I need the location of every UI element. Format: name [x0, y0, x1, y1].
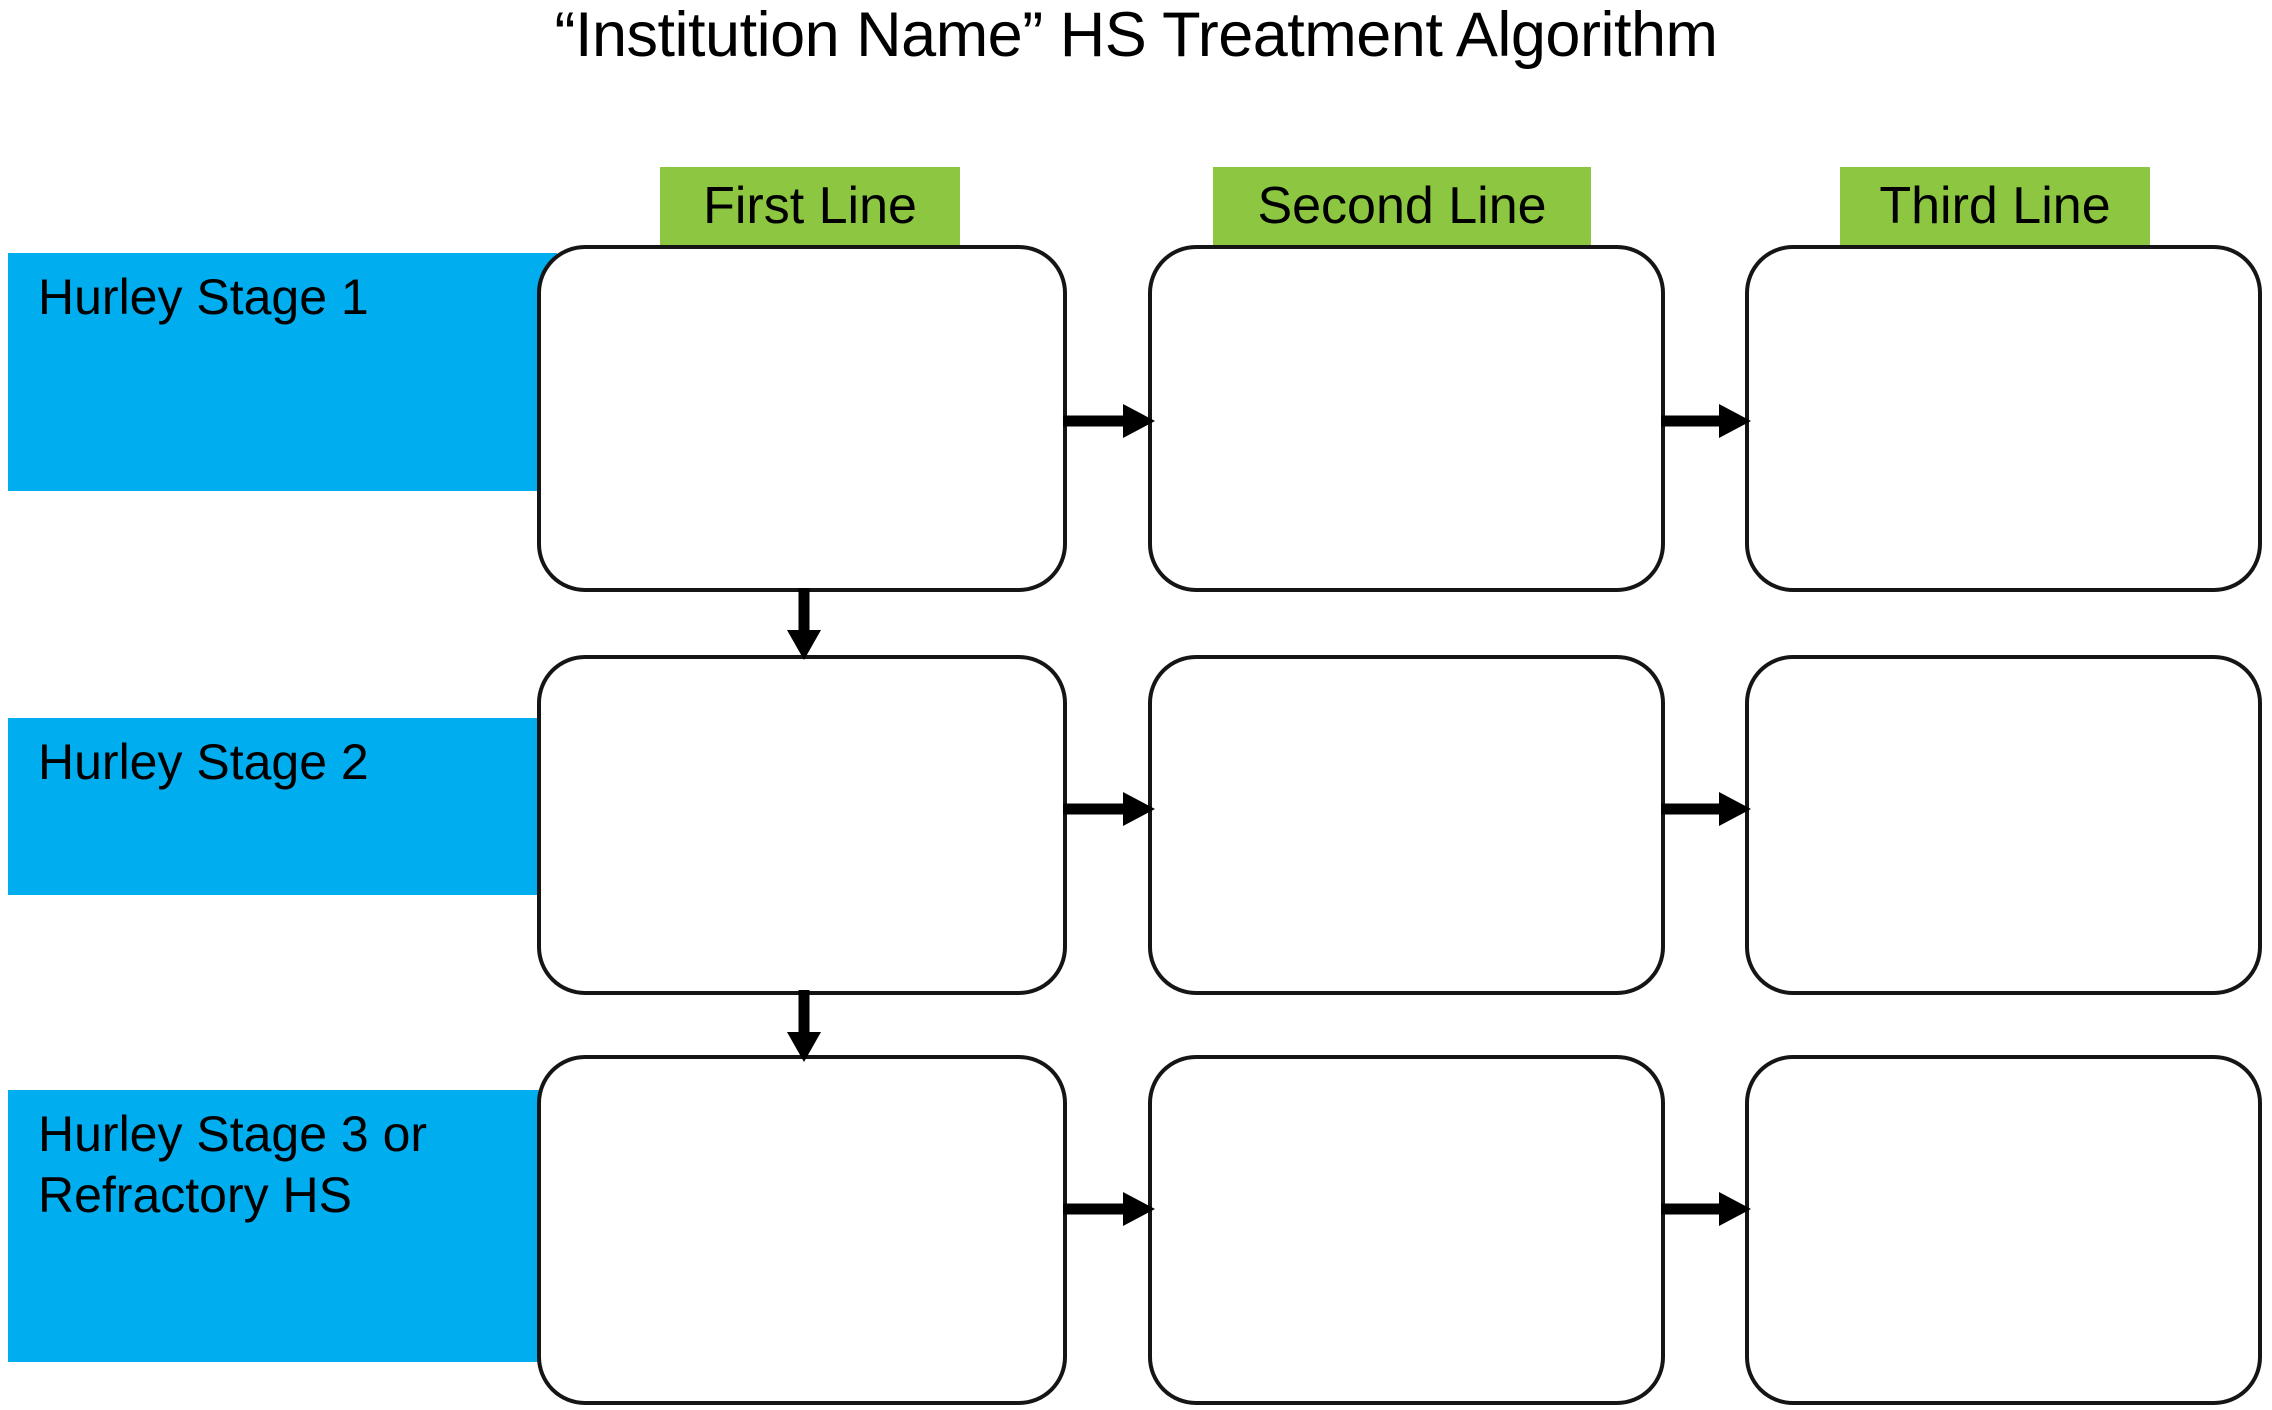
- arrow-r2c1-to-r2c2: [1063, 788, 1155, 830]
- arrow-r2c2-to-r2c3: [1661, 788, 1751, 830]
- column-header-label: Second Line: [1257, 177, 1547, 235]
- arrow-r3c1-to-r3c2: [1063, 1188, 1155, 1230]
- stage-label-line: Hurley Stage 1: [38, 269, 369, 325]
- column-header-second-line: Second Line: [1213, 167, 1591, 245]
- treatment-box-r1c1[interactable]: [537, 245, 1067, 592]
- treatment-box-r2c2[interactable]: [1148, 655, 1665, 995]
- treatment-box-r1c2[interactable]: [1148, 245, 1665, 592]
- stage-label-line: Refractory HS: [38, 1167, 352, 1223]
- stage-label-hurley-stage-2: Hurley Stage 2: [8, 718, 557, 895]
- column-header-first-line: First Line: [660, 167, 960, 245]
- stage-label-line: Hurley Stage 3 or: [38, 1106, 428, 1162]
- treatment-box-r2c1[interactable]: [537, 655, 1067, 995]
- treatment-box-r3c2[interactable]: [1148, 1055, 1665, 1405]
- treatment-box-r1c3[interactable]: [1745, 245, 2262, 592]
- stage-label-hurley-stage-1: Hurley Stage 1: [8, 253, 557, 491]
- page-title: “Institution Name” HS Treatment Algorith…: [554, 0, 1718, 70]
- arrow-r2c1-to-r3c1: [782, 990, 826, 1062]
- stage-label-line: Hurley Stage 2: [38, 734, 369, 790]
- stage-label-hurley-stage-3: Hurley Stage 3 or Refractory HS: [8, 1090, 557, 1362]
- treatment-box-r2c3[interactable]: [1745, 655, 2262, 995]
- arrow-r3c2-to-r3c3: [1661, 1188, 1751, 1230]
- column-header-third-line: Third Line: [1840, 167, 2150, 245]
- arrow-r1c2-to-r1c3: [1661, 400, 1751, 442]
- arrow-r1c1-to-r2c1: [782, 588, 826, 660]
- arrow-r1c1-to-r1c2: [1063, 400, 1155, 442]
- column-header-label: First Line: [703, 177, 917, 235]
- treatment-box-r3c3[interactable]: [1745, 1055, 2262, 1405]
- treatment-box-r3c1[interactable]: [537, 1055, 1067, 1405]
- column-header-label: Third Line: [1879, 177, 2111, 235]
